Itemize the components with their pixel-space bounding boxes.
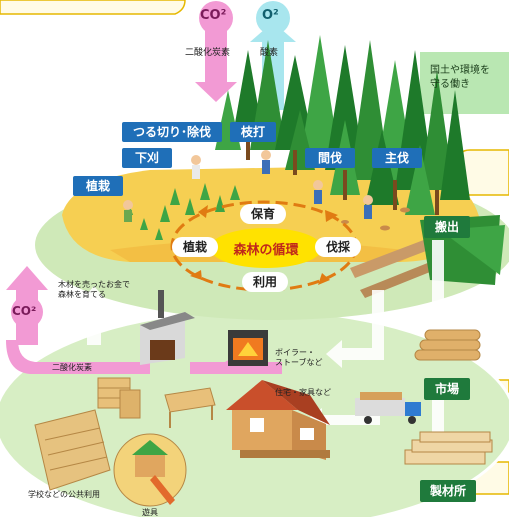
top-left-bubble xyxy=(0,0,186,15)
wood-stove xyxy=(228,330,268,366)
thinning-box: 間伐 xyxy=(305,148,355,168)
playground-label: 遊具 xyxy=(142,508,158,517)
thinning-vines-box: つる切り･除伐 xyxy=(122,122,222,142)
cycle-harvest: 伐採 xyxy=(315,237,361,257)
main-cut-box: 主伐 xyxy=(372,148,422,168)
national-land-label: 国土や環境を 守る働き xyxy=(430,65,490,90)
public-use-label: 学校などの公共利用 xyxy=(28,490,100,499)
log-house xyxy=(226,380,330,460)
playground xyxy=(113,433,187,507)
co2-left-arrow xyxy=(6,340,150,374)
co2-top-arrow-shaft xyxy=(205,30,227,85)
co2-top-arrow-head xyxy=(195,82,237,102)
co2-left-label: CO² xyxy=(12,304,37,318)
timber-truck xyxy=(355,392,421,424)
charcoal-kiln xyxy=(140,290,195,365)
co2-left-arrow-head xyxy=(6,266,48,290)
weeding-box: 下刈 xyxy=(122,148,172,168)
planting-task-box: 植栽 xyxy=(73,176,123,196)
o2-top-label: O² xyxy=(262,8,279,23)
furniture xyxy=(97,377,216,428)
co2-left-caption: 二酸化炭素 xyxy=(52,363,92,372)
public-building xyxy=(34,409,111,491)
pruning-box: 枝打 xyxy=(230,122,276,142)
market-box: 市場 xyxy=(424,378,470,400)
housing-label: 住宅・家具など xyxy=(275,388,331,397)
cycle-center-bg xyxy=(210,228,322,268)
cycle-center-label: 森林の循環 xyxy=(233,243,299,258)
cycle-nurture: 保育 xyxy=(240,204,286,224)
cycle-use: 利用 xyxy=(242,272,288,292)
co2-top-caption: 二酸化炭素 xyxy=(185,48,231,58)
market-logs xyxy=(414,329,481,361)
cycle-planting: 植栽 xyxy=(172,237,218,257)
sawmill-lumber xyxy=(404,431,493,465)
forest-workers xyxy=(123,150,373,222)
money-note: 木材を売ったお金で 森林を育てる xyxy=(58,280,130,299)
boiler-label: ボイラー・ ストーブなど xyxy=(275,348,323,367)
sawmill-box: 製材所 xyxy=(420,480,476,502)
haul-box: 搬出 xyxy=(424,216,470,238)
o2-top-caption: 酸素 xyxy=(260,48,279,58)
co2-top-label: CO² xyxy=(200,8,227,23)
